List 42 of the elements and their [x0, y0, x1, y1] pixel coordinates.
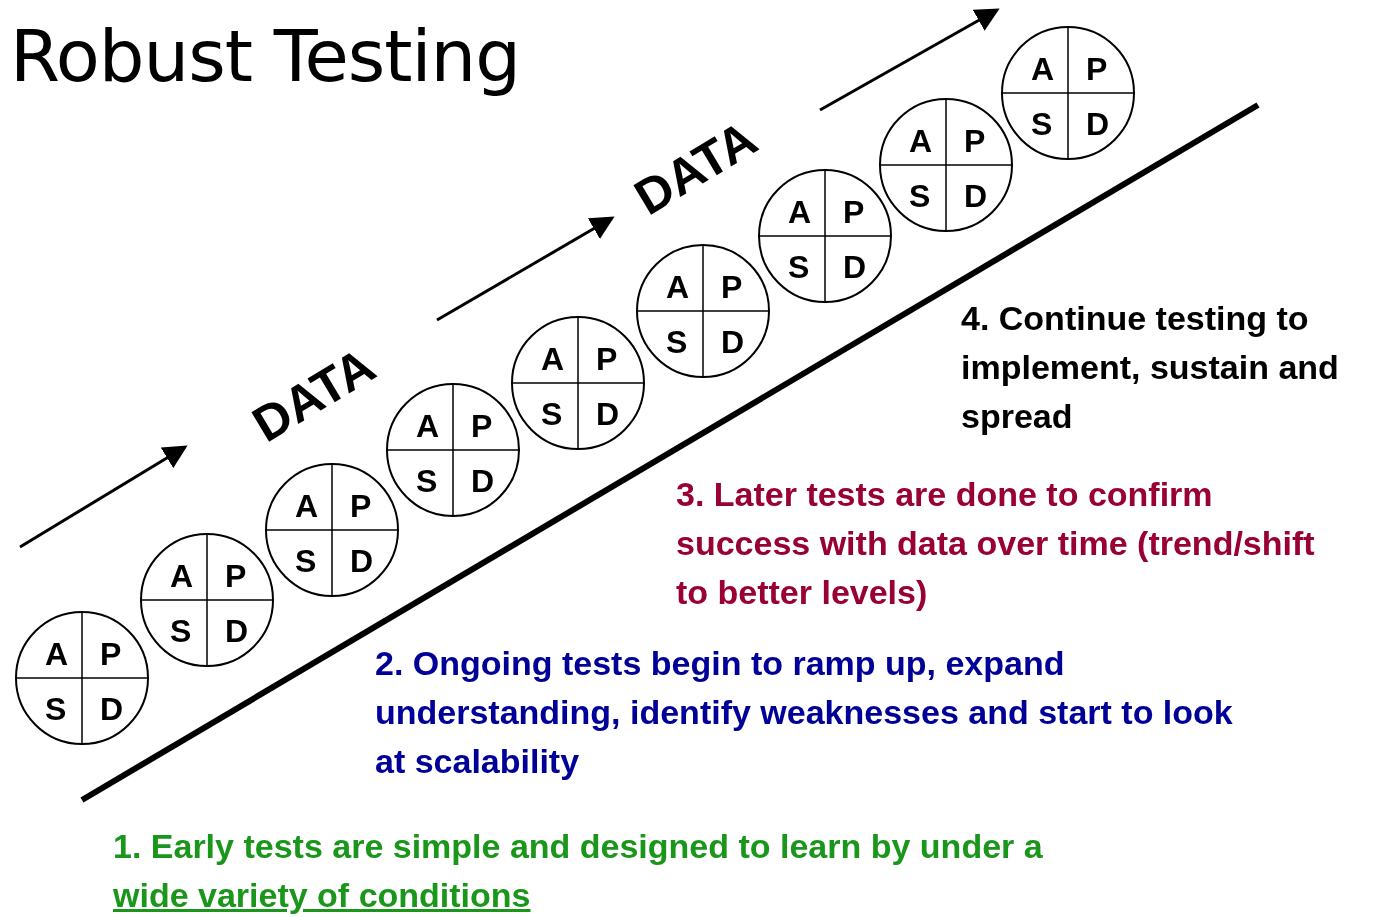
quadrant-letter: S — [295, 545, 317, 577]
quadrant-letter: P — [471, 410, 493, 442]
quadrant-letter: D — [843, 251, 867, 283]
quadrant-letter: A — [416, 410, 440, 442]
quadrant-letter: A — [1031, 53, 1055, 85]
step-note: wide variety of conditions — [113, 875, 531, 916]
quadrant-letter: D — [1086, 108, 1110, 140]
step-note: 2. Ongoing tests begin to ramp up, expand understanding, identify weaknesses and start to look at scalability — [375, 643, 1234, 782]
quadrant-letter: D — [350, 545, 374, 577]
quadrant-letter: P — [350, 490, 372, 522]
quadrant-letter: P — [225, 560, 247, 592]
quadrant-letter: S — [788, 251, 810, 283]
quadrant-letter: D — [596, 398, 620, 430]
quadrant-letter: A — [295, 490, 319, 522]
quadrant-letter: A — [666, 271, 690, 303]
quadrant-letter: P — [596, 343, 618, 375]
quadrant-letter: D — [964, 180, 988, 212]
quadrant-letter: P — [964, 125, 986, 157]
step-note: 4. Continue testing to implement, sustain and spread — [961, 298, 1340, 437]
quadrant-letter: A — [170, 560, 194, 592]
quadrant-letter: S — [666, 326, 688, 358]
quadrant-letter: P — [843, 196, 865, 228]
quadrant-letter: D — [721, 326, 745, 358]
quadrant-letter: S — [1031, 108, 1053, 140]
quadrant-letter: P — [1086, 53, 1108, 85]
quadrant-letter: D — [471, 465, 495, 497]
quadrant-letter: S — [909, 180, 931, 212]
quadrant-letter: S — [170, 615, 192, 647]
quadrant-letter: P — [100, 638, 122, 670]
quadrant-letter: D — [225, 615, 249, 647]
quadrant-letter: P — [721, 271, 743, 303]
quadrant-letter: S — [541, 398, 563, 430]
quadrant-letter: D — [100, 693, 124, 725]
quadrant-letter: A — [909, 125, 933, 157]
quadrant-letter: A — [45, 638, 69, 670]
title: Robust Testing — [10, 14, 520, 98]
quadrant-letter: A — [788, 196, 812, 228]
step-note: 3. Later tests are done to confirm success with data over time (trend/shift to better levels) — [676, 474, 1316, 613]
quadrant-letter: A — [541, 343, 565, 375]
quadrant-letter: S — [45, 693, 67, 725]
step-note: 1. Early tests are simple and designed to learn by under a — [113, 826, 1043, 867]
quadrant-letter: S — [416, 465, 438, 497]
